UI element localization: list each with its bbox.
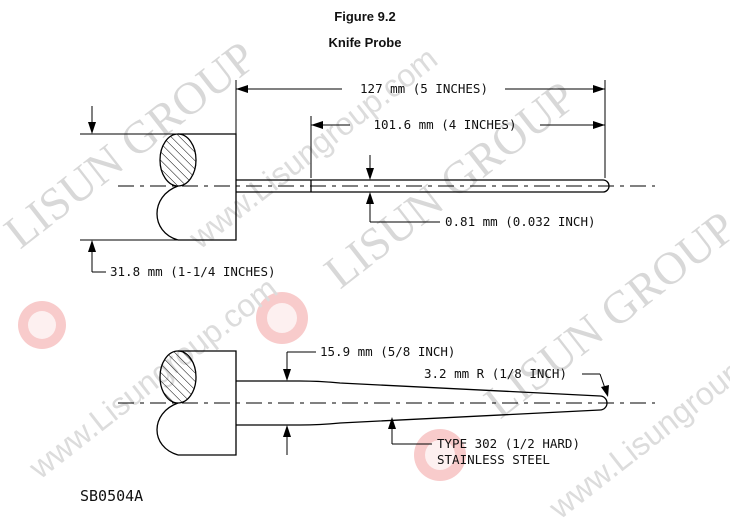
- base-width-label: 15.9 mm (5/8 INCH): [320, 344, 455, 359]
- material-line-1: TYPE 302 (1/2 HARD): [437, 436, 580, 451]
- dim-rod-diameter: 0.81 mm (0.032 INCH): [366, 155, 596, 229]
- bottom-handle-outline: [178, 350, 237, 456]
- watermark-logo-left: [18, 301, 66, 349]
- top-handle-outline: [178, 133, 237, 241]
- dim-overall-length: 127 mm (5 INCHES): [235, 80, 606, 178]
- bottom-handle-lower-curve: [156, 402, 179, 456]
- bottom-view: 15.9 mm (5/8 INCH) 3.2 mm R (1/8 INCH) T…: [118, 344, 655, 467]
- tapered-blade: [236, 380, 608, 426]
- top-handle: [156, 133, 237, 241]
- dim-base-width: 15.9 mm (5/8 INCH): [283, 344, 455, 455]
- bottom-handle-section: [159, 350, 197, 404]
- rod-diameter-label: 0.81 mm (0.032 INCH): [445, 214, 596, 229]
- watermark-logo-right: [414, 429, 466, 481]
- bottom-handle: [156, 350, 237, 456]
- rod-length-label: 101.6 mm (4 INCHES): [374, 117, 517, 132]
- watermark-logo-middle: [256, 292, 308, 344]
- watermark-site-2: www.Lisungroup.com: [21, 270, 284, 486]
- top-handle-section: [159, 133, 197, 187]
- dim-tip-radius: 3.2 mm R (1/8 INCH): [424, 366, 609, 397]
- tip-radius-label: 3.2 mm R (1/8 INCH): [424, 366, 567, 381]
- dim-handle-diameter: 31.8 mm (1-1/4 INCHES): [80, 106, 276, 279]
- top-view: 127 mm (5 INCHES) 101.6 mm (4 INCHES) 0.…: [80, 80, 655, 279]
- top-rod: [236, 179, 610, 193]
- overall-length-label: 127 mm (5 INCHES): [360, 81, 488, 96]
- figure-title: Knife Probe: [329, 35, 402, 50]
- material-note: TYPE 302 (1/2 HARD) STAINLESS STEEL: [388, 417, 580, 467]
- dim-rod-length: 101.6 mm (4 INCHES): [310, 116, 605, 178]
- drawing-code: SB0504A: [80, 487, 143, 505]
- handle-diameter-label: 31.8 mm (1-1/4 INCHES): [110, 264, 276, 279]
- figure-number: Figure 9.2: [334, 9, 395, 24]
- material-line-2: STAINLESS STEEL: [437, 452, 550, 467]
- top-handle-lower-curve: [156, 185, 179, 241]
